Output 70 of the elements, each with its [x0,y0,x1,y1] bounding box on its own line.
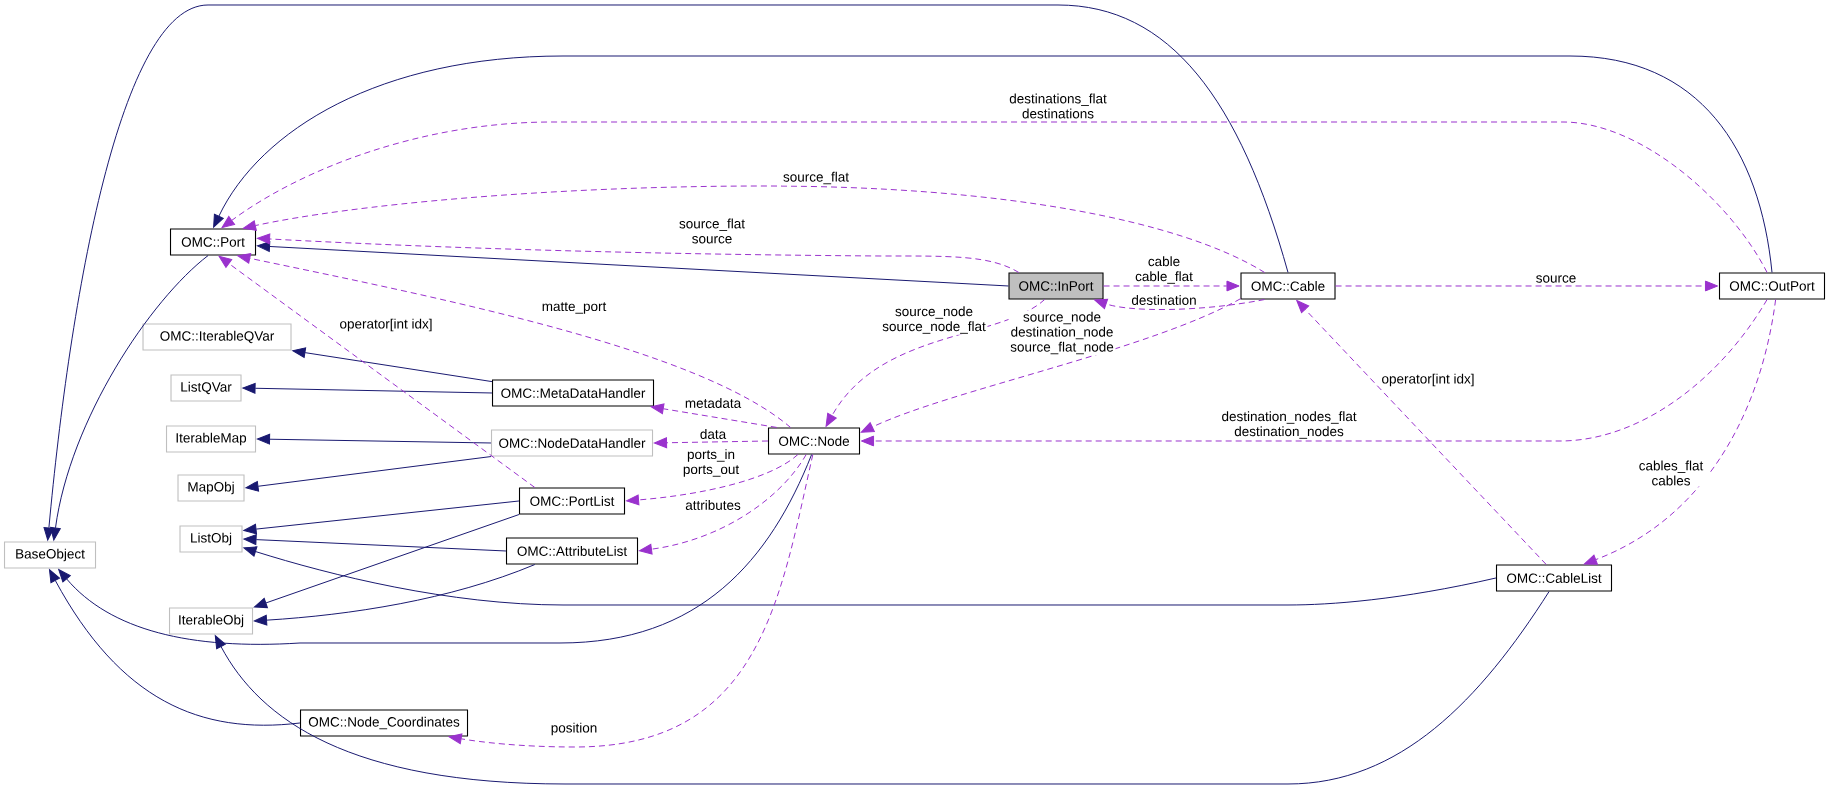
class-box: ListObj [179,525,243,553]
class-box: OMC::IterableQVar [142,323,292,351]
edge-label: matte_port [540,301,608,315]
edge-label: source_node destination_node source_flat_node [1008,310,1116,356]
edge-label: cables_flat cables [1632,459,1710,487]
class-box: MapObj [177,474,245,502]
arrow [243,500,520,535]
edge-label: destinations_flat destinations [1004,92,1112,120]
edge-label: source_flat [782,170,851,186]
edge-label: destination [1130,294,1198,306]
class-box: BaseObject [3,541,97,569]
class-box: OMC::CableList [1495,564,1613,592]
arrow [653,437,769,449]
edge-label: source [1534,274,1578,284]
arrow [243,546,1497,606]
arrow [43,4,1289,541]
class-box: OMC::Port [169,228,257,256]
arrow [292,347,493,383]
arrow [245,456,492,492]
edge-label: ports_in ports_out [675,448,747,478]
class-box: IterableMap [165,425,257,453]
edge-label: operator[int idx] [1380,372,1476,388]
arrow [1335,280,1719,292]
edge-label: cable cable_flat [1128,255,1200,285]
arrow [253,564,536,626]
arrow [1103,280,1240,292]
edge-label: operator[int idx] [338,317,434,333]
class-box: OMC::Cable [1240,272,1336,300]
arrow [237,253,792,428]
edge-label: source_flat source [676,217,748,245]
class-box: OMC::AttributeList [505,537,639,565]
arrow [50,255,209,541]
arrow [221,121,1768,273]
arrow [256,433,492,445]
arrow [860,299,1768,447]
arrow [49,569,301,726]
arrow [448,454,814,748]
class-box: OMC::Node_Coordinates [299,709,469,737]
arrow [256,233,1020,273]
class-box: OMC::NodeDataHandler [490,429,654,457]
arrow [638,454,807,555]
arrow [253,514,520,609]
arrow [650,403,778,428]
class-box: OMC::PortList [518,487,626,515]
arrow [1296,300,1547,565]
arrow [243,534,507,552]
arrow [1583,299,1777,565]
arrow [860,298,1241,433]
arrow [625,454,799,506]
edge-label: destination_nodes_flat destination_nodes [1220,410,1358,440]
arrow [1094,298,1266,310]
edge-label: attributes [684,499,742,511]
edge-label: metadata [683,397,743,409]
edge-label: data [698,428,728,440]
class-box: OMC::MetaDataHandler [491,379,655,407]
arrow [242,185,1266,273]
arrow [58,454,813,645]
class-box: IterableObj [168,607,254,635]
class-box: OMC::Node [767,427,861,455]
edge-label: position [549,721,599,737]
class-box: OMC::OutPort [1718,272,1826,300]
class-box: OMC::InPort [1008,272,1104,300]
arrow [825,299,1046,427]
arrow [242,382,493,394]
arrow [214,591,1550,785]
edge-label: source_node source_node_flat [880,305,988,335]
arrow [256,241,1009,287]
arrow [213,55,1773,273]
class-box: ListQVar [170,374,242,402]
arrow [218,255,536,488]
